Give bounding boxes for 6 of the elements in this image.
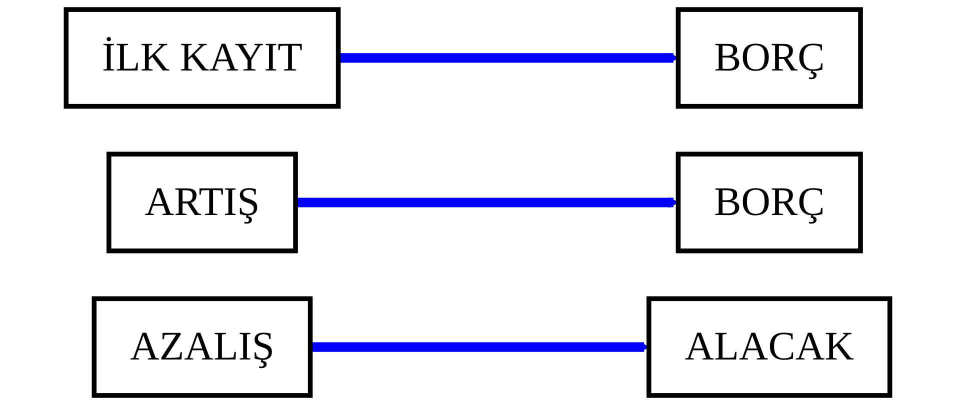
node-box: BORÇ — [676, 152, 863, 254]
node-box: ALACAK — [646, 296, 892, 398]
node-box: İLK KAYIT — [64, 7, 341, 109]
node-box: AZALIŞ — [92, 296, 313, 398]
node-box: ARTIŞ — [106, 152, 298, 254]
node-box: BORÇ — [676, 7, 863, 109]
